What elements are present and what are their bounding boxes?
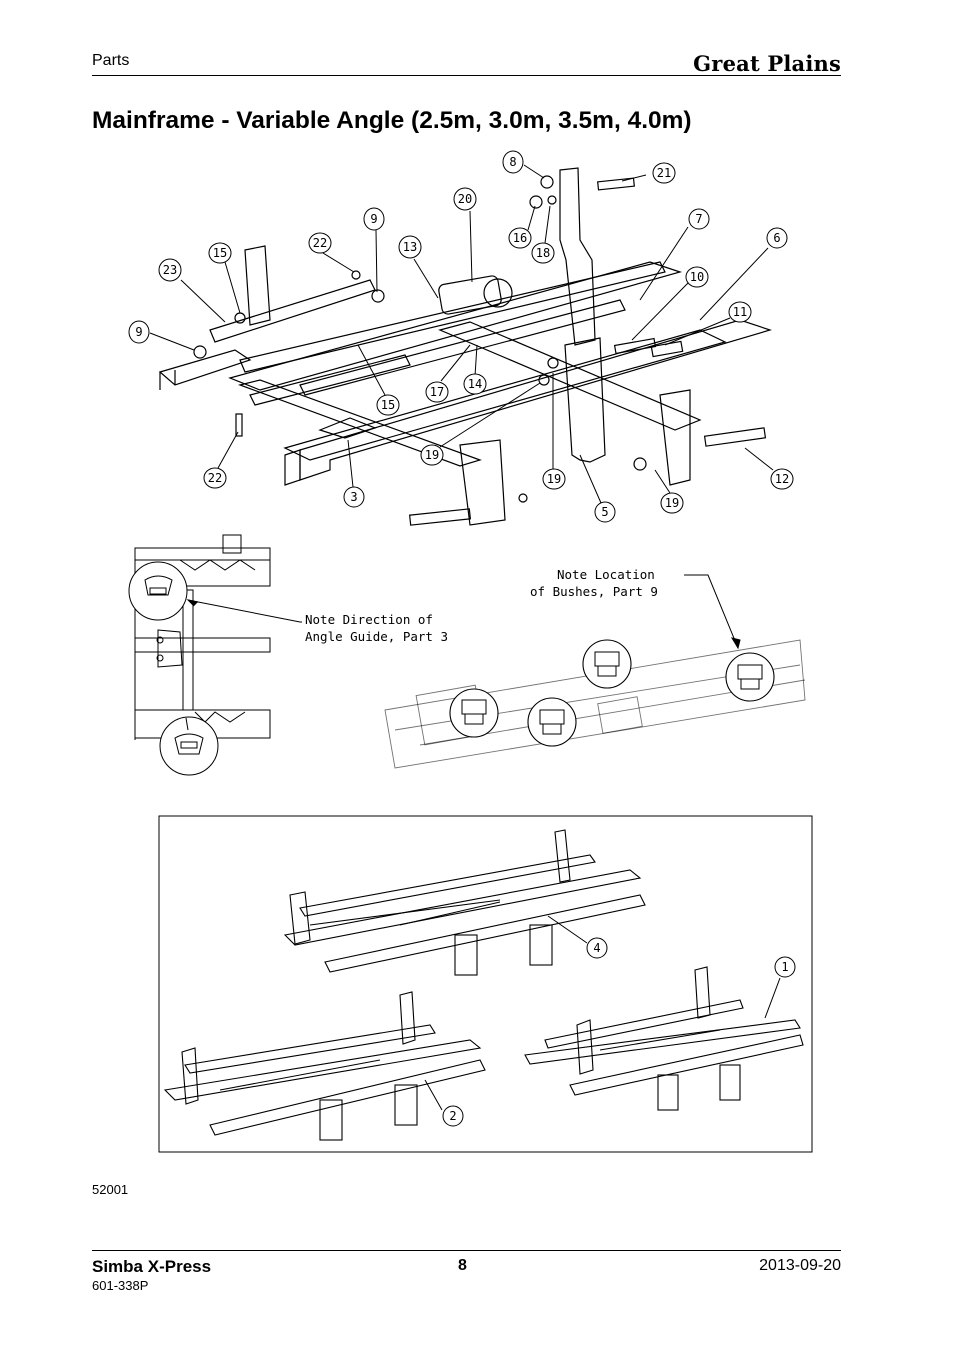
- svg-text:16: 16: [513, 231, 527, 245]
- angle-bar-7: [239, 261, 666, 373]
- svg-text:19: 19: [665, 496, 679, 510]
- callout-6: 6: [766, 227, 788, 249]
- assembly-callouts: 4 1 2: [442, 937, 796, 1127]
- frame-assembly-1: [524, 966, 804, 1111]
- svg-text:Note Direction of: Note Direction of: [305, 612, 433, 627]
- callout-10: 10: [685, 266, 709, 288]
- callout-9a: 9: [363, 207, 385, 231]
- svg-text:5: 5: [601, 505, 608, 519]
- svg-text:23: 23: [163, 263, 177, 277]
- footer-doc-number: 601-338P: [92, 1278, 149, 1293]
- brand-logo: Great Plains: [693, 51, 841, 76]
- svg-text:18: 18: [536, 246, 550, 260]
- left-beam-stub: [158, 349, 252, 386]
- footer-page-number: 8: [458, 1257, 467, 1274]
- svg-text:19: 19: [547, 472, 561, 486]
- callout-13: 13: [398, 235, 422, 259]
- callout-3: 3: [343, 486, 365, 508]
- footer-product: Simba X-Press: [92, 1257, 212, 1276]
- angle-guide-part-3: [318, 417, 377, 439]
- callout-15b: 15: [376, 394, 400, 416]
- callout-11: 11: [728, 301, 752, 323]
- svg-text:21: 21: [657, 166, 671, 180]
- exploded-mainframe-drawing: [158, 167, 773, 526]
- callout-2: 2: [442, 1105, 464, 1127]
- svg-text:8: 8: [509, 155, 516, 169]
- svg-text:13: 13: [403, 240, 417, 254]
- svg-text:20: 20: [458, 192, 472, 206]
- header-divider: [92, 75, 841, 76]
- rear-beam: [283, 329, 727, 461]
- callout-20: 20: [453, 187, 477, 211]
- note-location: Note Location of Bushes, Part 9: [530, 567, 658, 599]
- svg-text:14: 14: [468, 377, 482, 391]
- svg-text:22: 22: [208, 471, 222, 485]
- callout-21: 21: [652, 162, 676, 184]
- svg-text:2: 2: [449, 1109, 456, 1123]
- page-title: Mainframe - Variable Angle (2.5m, 3.0m, …: [92, 107, 692, 134]
- svg-text:11: 11: [733, 305, 747, 319]
- callout-9b: 9: [128, 320, 150, 344]
- svg-text:Angle Guide, Part 3: Angle Guide, Part 3: [305, 629, 448, 644]
- callout-5: 5: [594, 501, 616, 523]
- footer-date: 2013-09-20: [759, 1257, 841, 1274]
- callout-12: 12: [770, 468, 794, 490]
- hydraulic-cylinder: [438, 275, 502, 315]
- frame-assembly-4: [283, 829, 646, 976]
- callout-15a: 15: [208, 242, 232, 264]
- callout-19a: 19: [420, 444, 444, 466]
- svg-text:3: 3: [350, 490, 357, 504]
- callout-19c: 19: [660, 492, 684, 514]
- bush-zoom-contents: [461, 651, 763, 735]
- svg-text:10: 10: [690, 270, 704, 284]
- svg-text:19: 19: [425, 448, 439, 462]
- callout-18: 18: [531, 242, 555, 264]
- svg-text:17: 17: [430, 385, 444, 399]
- pin-10: [613, 337, 657, 355]
- callout-19b: 19: [542, 468, 566, 490]
- angle-bar-6: [299, 299, 626, 396]
- svg-text:9: 9: [135, 325, 142, 339]
- svg-text:of Bushes, Part 9: of Bushes, Part 9: [530, 584, 658, 599]
- svg-text:1: 1: [781, 960, 788, 974]
- callout-23: 23: [158, 258, 182, 282]
- svg-text:15: 15: [381, 398, 395, 412]
- svg-text:Note Location: Note Location: [557, 567, 655, 582]
- assembly-views-frame: [158, 815, 813, 1153]
- callout-1: 1: [774, 956, 796, 978]
- frame-assembly-2: [163, 991, 486, 1141]
- svg-text:6: 6: [773, 231, 780, 245]
- callout-leaders: [149, 164, 774, 504]
- callout-14: 14: [463, 373, 487, 395]
- svg-text:22: 22: [313, 236, 327, 250]
- zoom-circle-bottom: [159, 716, 219, 776]
- callout-4: 4: [586, 937, 608, 959]
- callout-16: 16: [508, 227, 532, 249]
- callout-22a: 22: [308, 232, 332, 254]
- header-section: Parts: [92, 52, 130, 69]
- svg-text:7: 7: [695, 212, 702, 226]
- svg-text:15: 15: [213, 246, 227, 260]
- callout-17: 17: [425, 381, 449, 403]
- figure-number: 52001: [92, 1182, 129, 1197]
- callout-22b: 22: [203, 467, 227, 489]
- svg-text:12: 12: [775, 472, 789, 486]
- callout-bubbles: 8 21 20 16 18 9 22 13 7 6 15 23 10 11 9 …: [128, 150, 794, 523]
- detail-angle-guide-view: [128, 534, 302, 776]
- callout-7: 7: [688, 208, 710, 230]
- zoom-circle-top: [128, 561, 188, 621]
- callout-8: 8: [502, 150, 524, 174]
- assembly-leaders: [424, 915, 781, 1111]
- headstock-plate: [564, 337, 606, 463]
- note-direction: Note Direction of Angle Guide, Part 3: [305, 612, 448, 644]
- pin-21: [597, 177, 635, 191]
- svg-text:9: 9: [370, 212, 377, 226]
- top-link: [209, 279, 376, 343]
- pin-12: [703, 427, 767, 447]
- footer-divider: [92, 1250, 841, 1251]
- svg-text:4: 4: [593, 941, 600, 955]
